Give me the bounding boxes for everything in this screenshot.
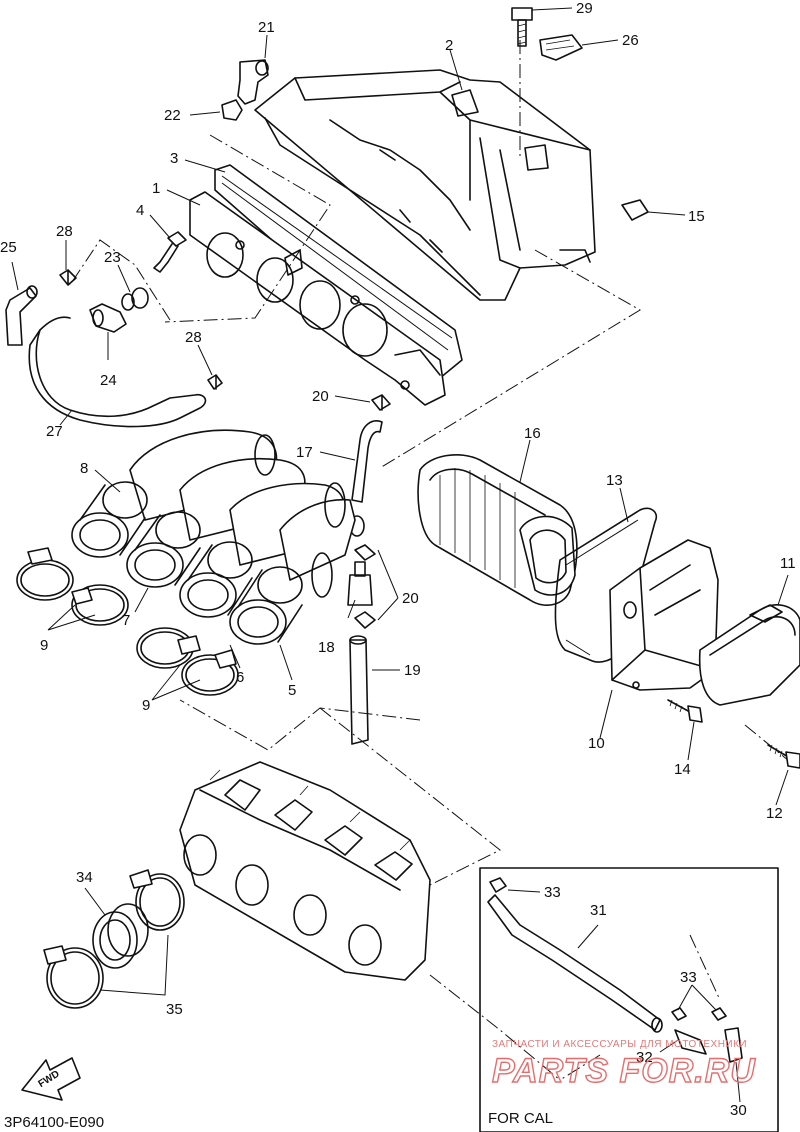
callout-35: 35	[166, 1001, 183, 1018]
for-cal-inset-frame	[479, 867, 779, 1132]
figure-code: 3P64100-E090	[4, 1114, 104, 1131]
callout-2: 2	[445, 37, 453, 54]
drain-plug-18	[347, 561, 373, 606]
clip	[221, 99, 243, 121]
cap-30	[724, 1027, 743, 1063]
carburetor-joints	[71, 429, 356, 645]
carburetor-assembly	[179, 761, 431, 981]
callout-20-upper: 20	[312, 388, 329, 405]
callout-20-lower: 20	[402, 590, 419, 607]
callout-18: 18	[318, 639, 335, 656]
callout-16: 16	[524, 425, 541, 442]
hose-clamp-20a	[371, 394, 391, 411]
nut-clip-26	[539, 34, 583, 61]
watermark-line-2: PARTS FOR.RU	[492, 1052, 756, 1090]
air-box-gasket	[214, 164, 463, 379]
clamps-9-lower	[136, 627, 239, 696]
callout-13: 13	[606, 472, 623, 489]
callout-15: 15	[688, 208, 705, 225]
clamps-35	[43, 869, 185, 1009]
callout-19: 19	[404, 662, 421, 679]
callout-10: 10	[588, 735, 605, 752]
for-cal-label: FOR CAL	[488, 1110, 553, 1127]
callout-25: 25	[0, 239, 17, 256]
callout-33-mid: 33	[680, 969, 697, 986]
fwd-arrow-icon	[21, 1057, 81, 1101]
callout-14: 14	[674, 761, 691, 778]
callout-32: 32	[636, 1049, 653, 1066]
callout-6: 6	[236, 669, 244, 686]
screw-12	[767, 744, 800, 769]
callout-3: 3	[170, 150, 178, 167]
watermark-line-1: ЗАПЧАСТИ И АКСЕССУАРЫ ДЛЯ МОТОТЕХНИКИ	[492, 1039, 747, 1050]
joint-34	[92, 903, 149, 969]
air-box-case	[254, 69, 596, 301]
callout-9-lower: 9	[142, 697, 150, 714]
elbow-25	[5, 285, 38, 346]
callout-28-right: 28	[185, 329, 202, 346]
callout-23: 23	[104, 249, 121, 266]
callout-4: 4	[136, 202, 144, 219]
clip-28a	[59, 269, 77, 286]
callout-1: 1	[152, 180, 160, 197]
drain-hose-17	[351, 420, 383, 503]
callout-17: 17	[296, 444, 313, 461]
callout-5: 5	[288, 682, 296, 699]
callout-21: 21	[258, 19, 275, 36]
screw-14	[667, 699, 703, 723]
joint-24	[89, 303, 127, 333]
nozzle-23	[121, 287, 149, 311]
callout-26: 26	[622, 32, 639, 49]
clamps-9-upper	[16, 547, 129, 626]
breather-fitting	[237, 59, 269, 105]
bolt-29	[511, 7, 533, 47]
clip-28b	[207, 374, 223, 390]
callout-9-upper: 9	[40, 637, 48, 654]
callout-34: 34	[76, 869, 93, 886]
callout-28-left: 28	[56, 223, 73, 240]
air-box-cover	[609, 539, 719, 691]
callout-33-top: 33	[544, 884, 561, 901]
nut-15	[621, 199, 649, 221]
callout-8: 8	[80, 460, 88, 477]
callout-27: 27	[46, 423, 63, 440]
callout-29: 29	[576, 0, 593, 17]
callout-11: 11	[780, 555, 796, 572]
air-filter-element	[417, 454, 578, 606]
fitting-32	[674, 1029, 707, 1055]
filter-gasket	[554, 507, 658, 663]
breather-hose	[28, 329, 207, 428]
callout-24: 24	[100, 372, 117, 389]
cal-hose-31	[487, 894, 661, 1031]
callout-12: 12	[766, 805, 783, 822]
side-cover	[698, 604, 800, 706]
callout-31: 31	[590, 902, 607, 919]
callout-7: 7	[122, 612, 130, 629]
callout-30: 30	[730, 1102, 747, 1119]
screw-4	[153, 231, 187, 273]
drain-hose-19	[349, 639, 369, 745]
callout-22: 22	[164, 107, 181, 124]
